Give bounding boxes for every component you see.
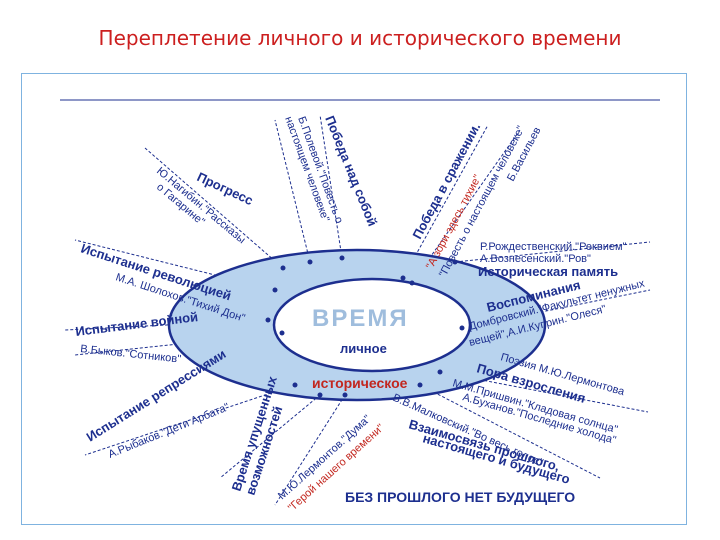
center-time-label: ВРЕМЯ	[312, 305, 409, 332]
bottom-caption: БЕЗ ПРОШЛОГО НЕТ БУДУЩЕГО	[345, 489, 575, 505]
rozhdestvensky-label: Р.Рождественский."Реквием"	[480, 241, 627, 253]
memory-label: Историческая память	[478, 264, 618, 279]
page-title: Переплетение личного и исторического вре…	[98, 26, 622, 50]
bykov-label: В.Быков."Сотников"	[80, 343, 182, 366]
historical-time-label: историческое	[312, 375, 408, 391]
radial-lines	[64, 114, 651, 506]
inner-ellipse	[272, 277, 472, 373]
diagram-frame	[21, 73, 687, 525]
voznesensky-label: А.Вознесенский."Ров"	[480, 253, 591, 265]
connection-dots	[265, 255, 465, 398]
personal-time-label: личное	[340, 341, 387, 356]
